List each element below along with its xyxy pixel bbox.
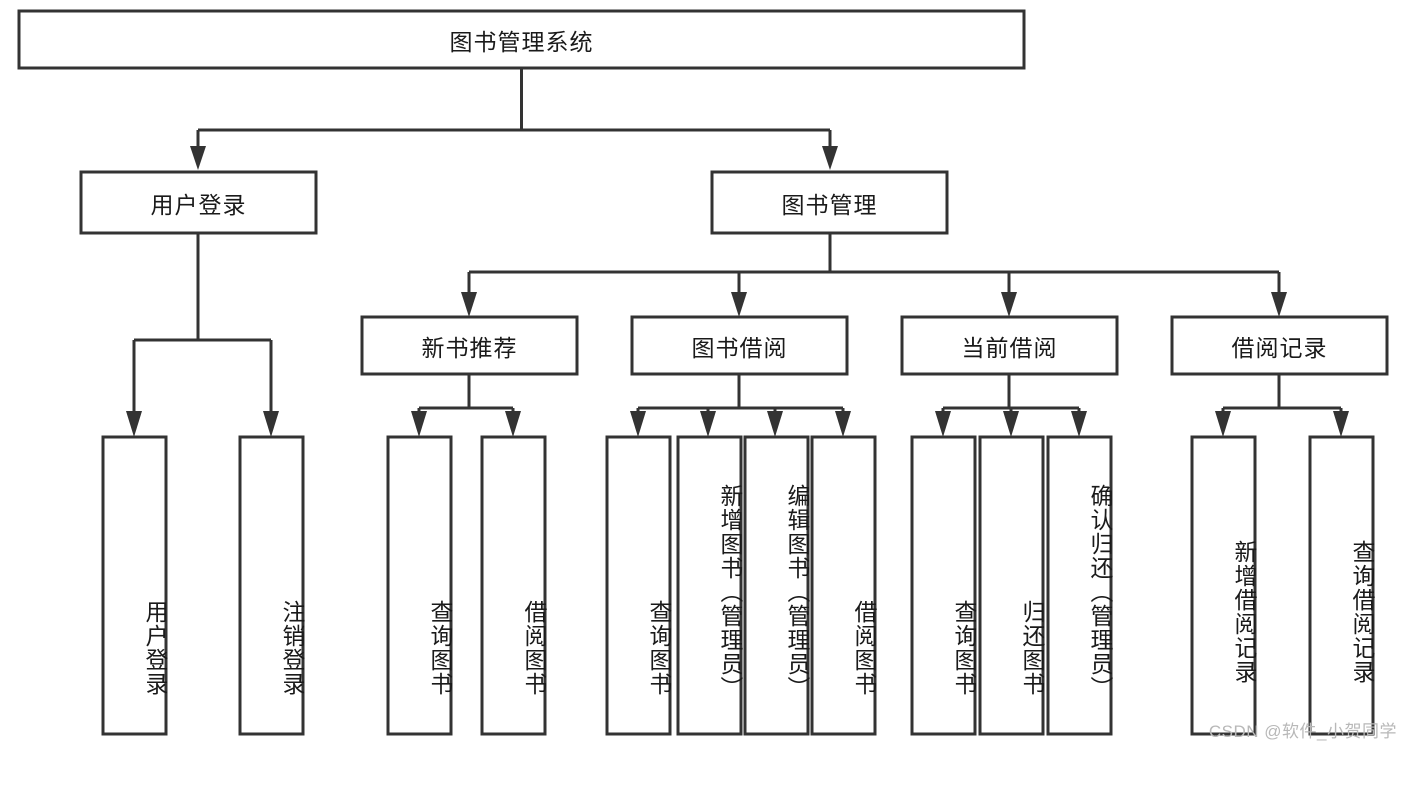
connector-group-borrow	[630, 374, 851, 437]
connector-group-root	[190, 68, 838, 170]
connector-group-newbook	[411, 374, 521, 437]
arrow-login-leaf-1-icon	[126, 411, 142, 437]
arrow-records-leaf-1-icon	[1215, 411, 1231, 437]
arrow-books-to-current-icon	[1001, 292, 1017, 317]
arrow-books-to-records-icon	[1271, 292, 1287, 317]
node-leaf-10-box[interactable]	[1046, 435, 1113, 736]
node-leaf-9-box[interactable]	[978, 435, 1045, 736]
node-level3-0-box[interactable]	[360, 315, 579, 376]
flowchart-svg	[17, 9, 1389, 736]
node-level3-1-box[interactable]	[630, 315, 849, 376]
arrow-newbook-leaf-2-icon	[505, 411, 521, 437]
node-leaf-7-box[interactable]	[810, 435, 877, 736]
node-leaf-8-box[interactable]	[910, 435, 977, 736]
csdn-watermark: CSDN @软件_小贺同学	[1208, 722, 1397, 741]
node-leaf-1-box[interactable]	[238, 435, 305, 736]
arrow-books-to-borrow-icon	[731, 292, 747, 317]
arrow-borrow-leaf-4-icon	[835, 411, 851, 437]
node-leaf-4-box[interactable]	[605, 435, 672, 736]
node-leaf-11-box[interactable]	[1190, 435, 1257, 736]
connector-group-records	[1215, 374, 1349, 437]
connector-group-current	[935, 374, 1087, 437]
node-level3-3-box[interactable]	[1170, 315, 1389, 376]
arrow-current-leaf-1-icon	[935, 411, 951, 437]
arrow-borrow-leaf-3-icon	[767, 411, 783, 437]
node-level3-2-box[interactable]	[900, 315, 1119, 376]
connector-group-login	[126, 233, 279, 437]
arrow-login-leaf-2-icon	[263, 411, 279, 437]
node-root-box[interactable]	[17, 9, 1026, 70]
node-leaf-5-box[interactable]	[676, 435, 743, 736]
node-leaf-12-box[interactable]	[1308, 435, 1375, 736]
node-leaf-2-box[interactable]	[386, 435, 453, 736]
flowchart-canvas: 图书管理系统 用户登录 图书管理 新书推荐 图书借阅 当前借阅 借阅记录 用户登…	[17, 9, 1397, 741]
arrow-root-to-login-icon	[190, 146, 206, 170]
arrow-current-leaf-3-icon	[1071, 411, 1087, 437]
arrow-books-to-newbook-icon	[461, 292, 477, 317]
node-leaf-3-box[interactable]	[480, 435, 547, 736]
node-leaf-0-box[interactable]	[101, 435, 168, 736]
connector-group-books	[461, 233, 1287, 317]
arrow-borrow-leaf-1-icon	[630, 411, 646, 437]
node-level2-1-box[interactable]	[710, 170, 949, 235]
node-leaf-6-box[interactable]	[743, 435, 810, 736]
arrow-newbook-leaf-1-icon	[411, 411, 427, 437]
node-level2-0-box[interactable]	[79, 170, 318, 235]
arrow-current-leaf-2-icon	[1003, 411, 1019, 437]
arrow-borrow-leaf-2-icon	[700, 411, 716, 437]
arrow-root-to-books-icon	[822, 146, 838, 170]
arrow-records-leaf-2-icon	[1333, 411, 1349, 437]
